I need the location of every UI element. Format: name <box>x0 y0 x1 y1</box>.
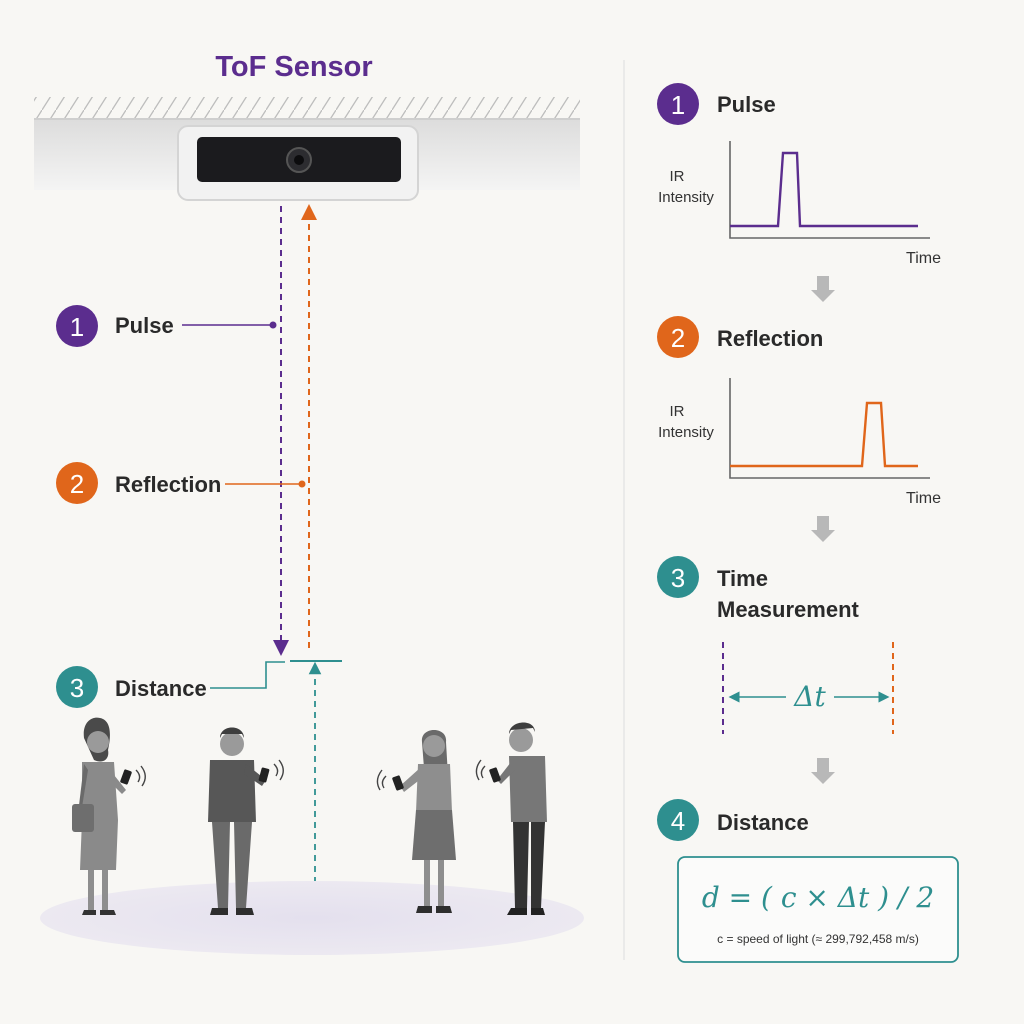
step-distance-number: 4 <box>671 806 685 836</box>
left-label-distance-text: Distance <box>115 676 207 701</box>
arrow-down-icon <box>811 276 835 302</box>
step-reflection-number: 2 <box>671 323 685 353</box>
step-time-title-2: Measurement <box>717 597 860 622</box>
step-distance-title: Distance <box>717 810 809 835</box>
left-label-reflection: 2 Reflection <box>56 462 306 504</box>
person-with-phone-icon <box>376 730 456 913</box>
step-reflection-xlabel: Time <box>906 490 941 507</box>
left-label-distance-number: 3 <box>70 673 84 703</box>
step-distance: 4 Distance d = ( c × Δt ) / 2 c = speed … <box>657 799 959 963</box>
step-pulse-ylabel-2: Intensity <box>658 189 714 206</box>
step-pulse-title: Pulse <box>717 92 776 117</box>
person-with-phone-icon <box>72 717 146 915</box>
tof-sensor-device-icon <box>177 125 419 201</box>
reflection-waveform <box>730 401 918 468</box>
floor <box>40 881 584 955</box>
reflection-chart-axes <box>729 378 930 479</box>
speed-of-light-note: c = speed of light (≈ 299,792,458 m/s) <box>717 932 919 946</box>
step-pulse-ylabel-1: IR <box>670 168 685 185</box>
sensor-title: ToF Sensor <box>215 51 372 83</box>
step-time-title-1: Time <box>717 566 768 591</box>
step-pulse: 1 Pulse IR Intensity Time <box>657 83 941 267</box>
step-time-number: 3 <box>671 563 685 593</box>
formula-box <box>677 856 959 963</box>
step-pulse-number: 1 <box>671 90 685 120</box>
left-label-reflection-number: 2 <box>70 469 84 499</box>
distance-formula: d = ( c × Δt ) / 2 <box>702 881 934 914</box>
step-reflection: 2 Reflection IR Intensity Time <box>657 316 941 507</box>
step-reflection-ylabel-2: Intensity <box>658 424 714 441</box>
left-label-pulse-text: Pulse <box>115 313 174 338</box>
left-label-pulse: 1 Pulse <box>56 305 277 347</box>
person-with-phone-icon <box>475 722 547 915</box>
delta-t-label: Δt <box>793 680 826 713</box>
arrow-down-icon <box>811 758 835 784</box>
arrow-down-icon <box>811 516 835 542</box>
left-label-pulse-number: 1 <box>70 312 84 342</box>
pulse-chart-axes <box>729 141 930 239</box>
pulse-waveform <box>730 151 918 228</box>
left-label-distance: 3 Distance <box>56 661 285 708</box>
left-label-reflection-text: Reflection <box>115 472 221 497</box>
step-pulse-xlabel: Time <box>906 250 941 267</box>
step-time-measurement: 3 Time Measurement Δt <box>657 556 894 734</box>
person-with-phone-icon <box>208 727 284 915</box>
step-reflection-title: Reflection <box>717 326 823 351</box>
step-reflection-ylabel-1: IR <box>670 403 685 420</box>
